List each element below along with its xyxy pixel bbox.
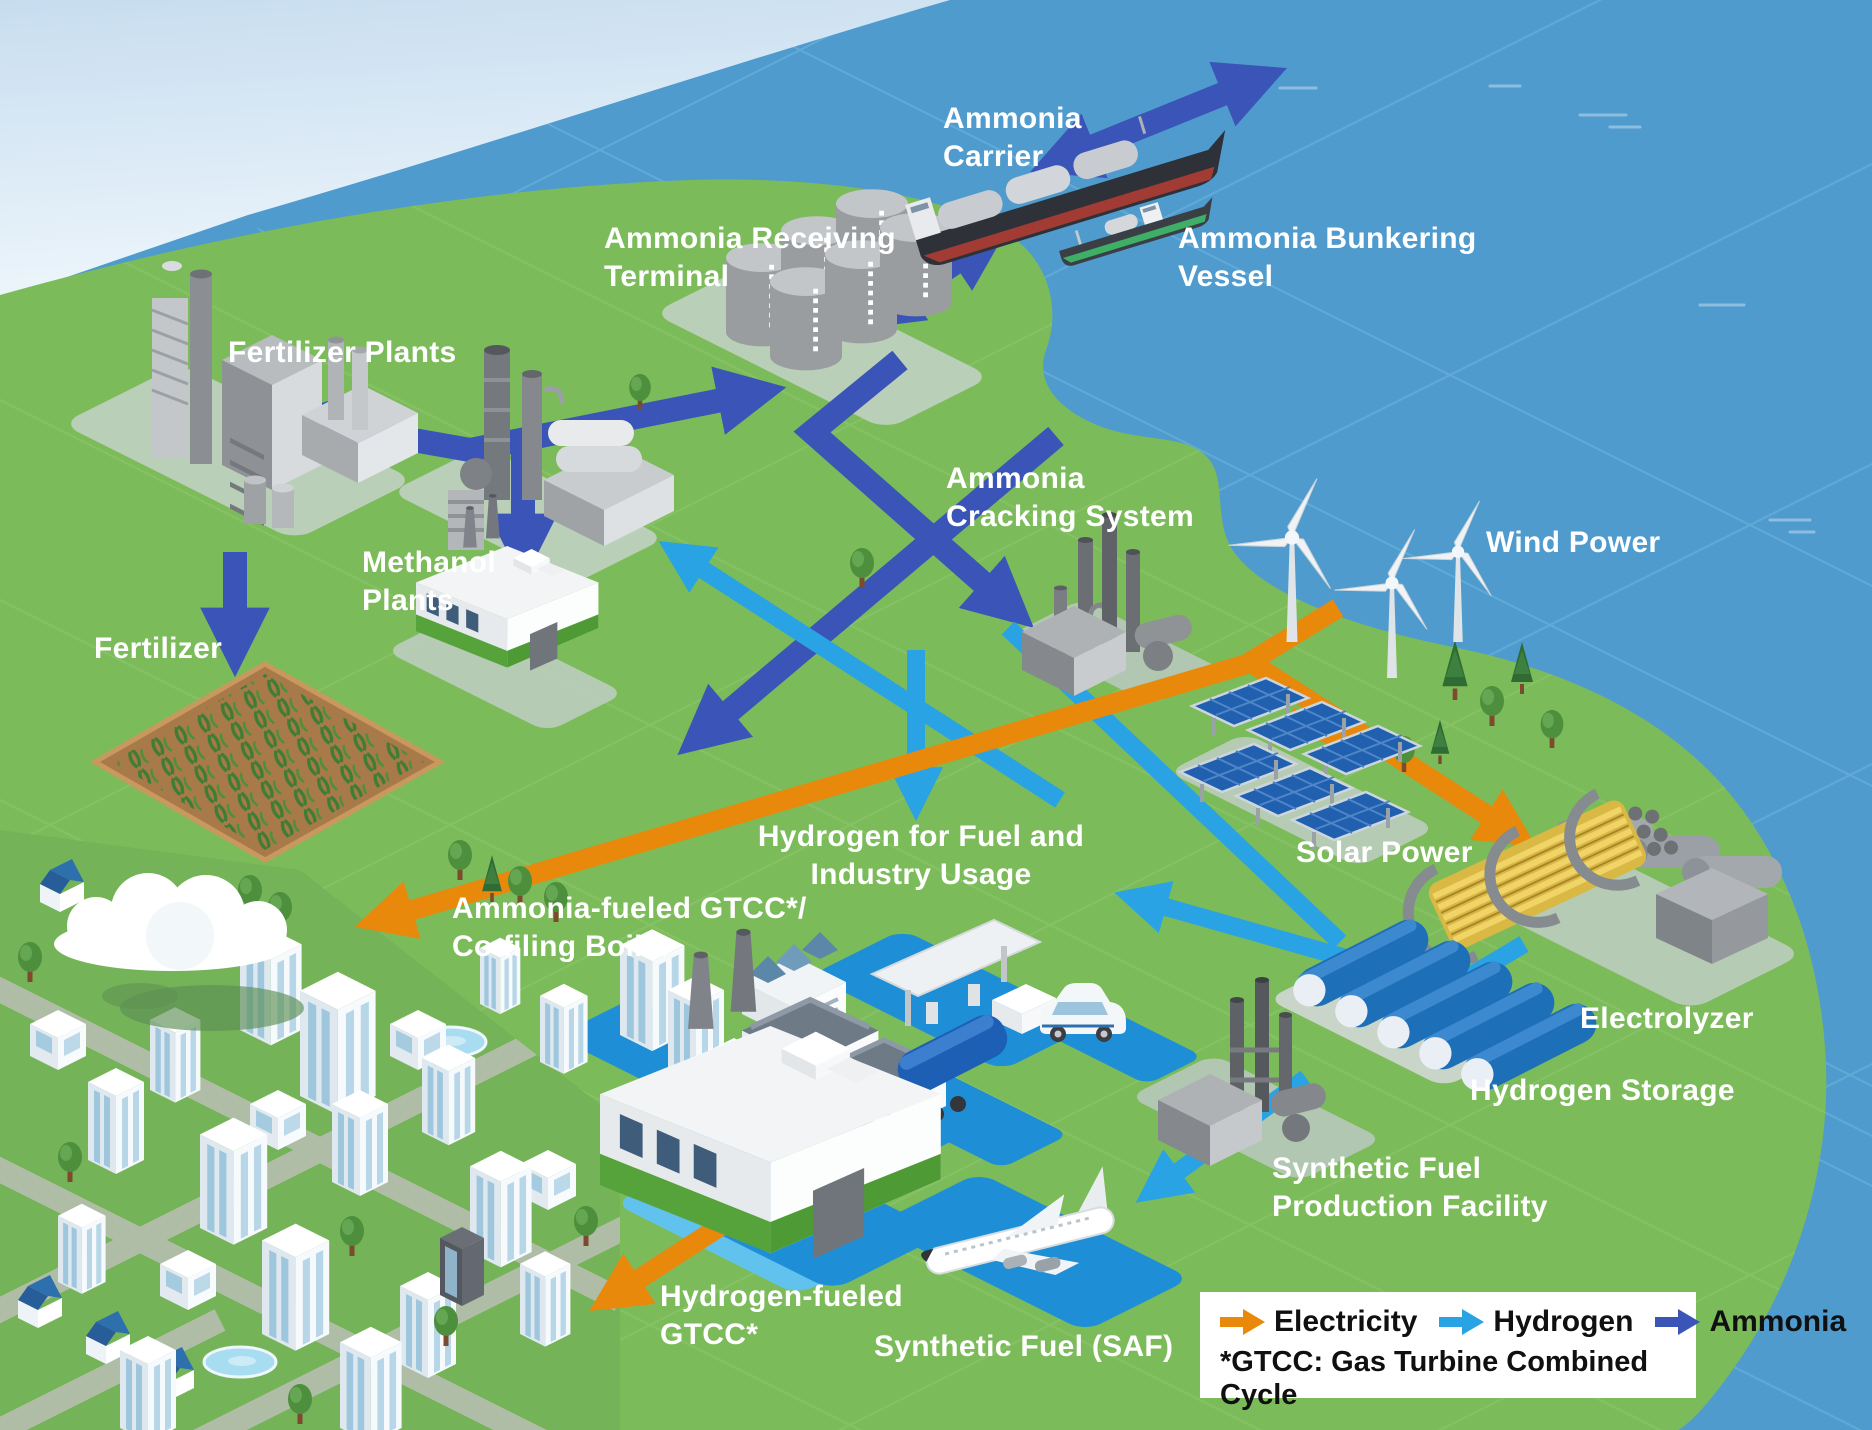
label-ammonia-receiving-terminal: Ammonia Receiving Terminal [604, 222, 896, 294]
electrolyzer-icon [1402, 788, 1782, 966]
legend-label-ammonia: Ammonia [1709, 1305, 1847, 1338]
tower-icon [120, 1336, 176, 1430]
tower-icon [332, 1090, 388, 1196]
saf-plane-pad [882, 1177, 1182, 1327]
electricity-arrow-icon [1220, 1309, 1266, 1335]
legend-item-hydrogen: Hydrogen [1439, 1305, 1633, 1339]
arrow-electricity-to-ammonia-gtcc-city [354, 654, 1250, 939]
arrow-ammonia-to-gtcc-boiler [677, 426, 1064, 756]
car-icon [1040, 983, 1126, 1042]
tower-icon [340, 1326, 402, 1430]
label-fertilizer: Fertilizer [94, 632, 223, 665]
label-electrolyzer: Electrolyzer [1580, 1002, 1754, 1035]
legend-item-electricity: Electricity [1220, 1305, 1417, 1339]
ammonia-arrow-icon [1655, 1309, 1701, 1335]
synthetic-fuel-production-icon [1158, 977, 1326, 1166]
label-hydrogen-fueled-gtcc: Hydrogen-fueled GTCC* [660, 1280, 903, 1352]
label-hydrogen-for-fuel: Hydrogen for Fuel and Industry Usage [757, 820, 1085, 892]
label-solar-power: Solar Power [1296, 836, 1473, 869]
tower-icon [520, 1251, 571, 1347]
methanol-plants-icon [448, 345, 674, 550]
city [18, 859, 598, 1430]
label-methanol-plants: Methanol Plants [362, 546, 497, 618]
tower-icon [58, 1203, 106, 1294]
fertilizer-plants-icon [151, 261, 418, 528]
ammonia-cracking-system-icon [1022, 512, 1192, 696]
label-synthetic-fuel-production: Synthetic Fuel Production Facility [1272, 1152, 1548, 1224]
label-ammonia-carrier: Ammonia Carrier [943, 102, 1082, 174]
label-ammonia-cracking-system: Ammonia Cracking System [946, 462, 1194, 534]
legend-footnote: *GTCC: Gas Turbine Combined Cycle [1220, 1346, 1649, 1411]
tower-icon [88, 1068, 144, 1174]
tower-icon [262, 1223, 330, 1351]
label-wind-power: Wind Power [1486, 526, 1661, 559]
fertilizer-field-icon [54, 661, 446, 1031]
sky [0, 0, 950, 300]
label-ammonia-bunkering-vessel: Ammonia Bunkering Vessel [1178, 222, 1477, 294]
arrow-ammonia-export-route [1030, 61, 1287, 179]
legend-item-ammonia: Ammonia [1655, 1305, 1846, 1339]
hydrogen-arrow-icon [1439, 1309, 1485, 1335]
arrow-hydrogen-to-methanol-plants [658, 540, 1065, 808]
tower-icon [540, 983, 588, 1074]
tower-icon [200, 1117, 268, 1245]
legend-label-electricity: Electricity [1274, 1305, 1418, 1338]
cloud-icon [54, 873, 290, 971]
gas-station-icon [869, 918, 1056, 1034]
arrow-hydrogen-storage-to-usage [1114, 881, 1363, 971]
ammonia-bunkering-vessel-icon [1059, 197, 1213, 266]
label-synthetic-fuel-saf: Synthetic Fuel (SAF) [874, 1330, 1174, 1363]
legend: Electricity Hydrogen Ammonia *GTCC: Gas … [1200, 1292, 1846, 1411]
dark-building-icon [440, 1227, 484, 1306]
legend-label-hydrogen: Hydrogen [1493, 1305, 1634, 1338]
ammonia-carrier-icon [905, 116, 1226, 266]
pond [202, 1345, 278, 1379]
tower-icon [422, 1044, 476, 1146]
legend-row: Electricity Hydrogen Ammonia [1220, 1305, 1846, 1339]
label-ammonia-fueled-gtcc: Ammonia-fueled GTCC*/ Co-filing Boiler [452, 892, 807, 964]
label-fertilizer-plants: Fertilizer Plants [228, 336, 457, 369]
arrow-electricity-wind-to-electrolyzer [1231, 599, 1537, 848]
label-hydrogen-storage: Hydrogen Storage [1470, 1074, 1735, 1107]
